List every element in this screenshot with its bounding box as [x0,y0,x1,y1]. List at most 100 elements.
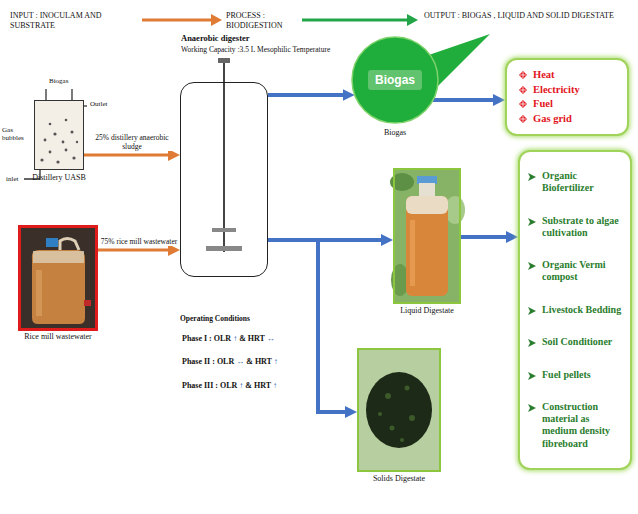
solid-digestate-photo [390,426,395,431]
bullet-icon [528,372,536,380]
list-text: Soil Conditioner [542,336,624,348]
stirrer-drawing [206,58,242,252]
bullet-icon [519,86,527,94]
list-item: Gas grid [519,112,621,126]
caption-text: Liquid Digestate [400,306,454,315]
bullet-icon [519,100,527,108]
flow-arrow [461,235,512,239]
rice-wastewater-photo [33,251,84,263]
photo-frame: Rice mill wastewater [18,225,98,331]
list-item: Fuel pellets [528,369,624,381]
uasb-reactor-drawing [49,151,52,154]
bullet-icon [519,71,527,79]
uasb-reactor-drawing [72,156,75,159]
phase-label: Phase I : OLR ↑ & HRT ↔ [182,334,275,344]
uasb-reactor-drawing [45,89,46,100]
phase-label: Phase III : OLR ↑ & HRT ↑ [182,381,277,391]
text-run: Phase III : OLR [182,381,239,390]
bullet-icon [528,339,536,347]
liquid-digestate-photo [390,168,465,304]
text-run: & HRT [244,357,274,366]
head1-text: Anaerobic digester [181,33,250,43]
head2-text: Working Capacity :3.5 L Mesophilic Tempe… [181,45,330,54]
list-item: Organic Vermi compost [528,259,624,283]
stirrer-drawing [212,228,236,232]
stirrer-drawing [223,60,225,252]
list-item: Livestock Bedding [528,304,624,316]
part-label: Biogas [49,77,68,85]
uasb-reactor-drawing [49,123,52,126]
flow-arrow [433,98,499,102]
solid-digestate-photo [378,412,382,416]
list-item: Substrate to algae cultivation [528,215,624,239]
stirrer-drawing [218,58,230,63]
text-run: & HRT [237,334,267,343]
bullet-icon [528,307,536,315]
bullet-icon [528,218,536,226]
bullet-icon [528,173,536,181]
uasb-reactor-drawing [84,105,87,106]
uasb-reactor-drawing [53,132,56,135]
bullet-icon [519,115,527,123]
bullet-icon [528,307,536,315]
liquid-digestate-photo [410,220,415,286]
text-run: & HRT [243,381,273,390]
photo-frame: Solids Digestate [357,348,441,472]
uasb-reactor-drawing [65,149,68,152]
edge-label: 25% distillery anaerobic sludge [85,133,179,151]
uasb-reactor-drawing [56,160,59,163]
caption-text: Solids Digestate [373,474,425,483]
trend-arrow: ↔ [267,334,275,343]
bullet-icon [528,262,536,270]
bullet-icon [519,71,527,79]
rice-wastewater-photo [84,300,91,306]
bullet-icon [528,404,536,412]
trend-arrow: ↑ [233,334,237,343]
bullet-icon [528,262,536,270]
reactor-vessel: Distillery UASB [34,100,84,170]
list-text: Electricity [533,83,621,97]
list-item: Soil Conditioner [528,336,624,348]
bullet-icon [528,404,536,412]
uasb-reactor-drawing [62,141,65,144]
list-text: Substrate to algae cultivation [542,215,624,239]
list-item: Electricity [519,83,621,97]
list-text: Heat [533,68,621,82]
stage-label: INPUT : INOCULAM AND SUBSTRATE [10,11,138,30]
caption-text: Biogas [384,128,406,137]
stage-arrow [407,14,418,26]
uasb-reactor-drawing [34,100,84,170]
stirrer-drawing [206,246,242,251]
stage-label: OUTPUT : BIOGAS , LIQUID AND SOLID DIGES… [424,11,632,21]
solid-digestate-photo [366,372,432,448]
photo-frame: Liquid Digestate [393,168,461,304]
trend-arrow: ↑ [274,357,278,366]
bullet-icon [520,101,526,107]
list-item: Fuel [519,97,621,111]
solid-digestate-photo [357,348,441,472]
bullet-icon [528,339,536,347]
solid-digestate-photo [400,438,404,442]
flow-arrow [268,240,351,412]
uasb-reactor-drawing [44,139,47,142]
uasb-reactor-drawing [76,141,78,143]
bullet-icon [519,86,527,94]
section-heading: Operating Conditions [180,314,250,323]
list-item: Organic Biofertilizer [528,170,624,194]
stage-label: PROCESS : BIODIGESTION [226,11,298,30]
stage-arrow [142,19,212,22]
circle-outline [352,37,438,123]
stage-arrow [302,19,408,22]
list-text: Construction material as medium density … [542,401,624,450]
solid-digestate-photo [405,386,410,391]
trend-arrow: ↑ [239,381,243,390]
bullet-icon [519,115,527,123]
flow-arrow [268,93,349,97]
rice-wastewater-photo [46,238,58,247]
rice-wastewater-photo [18,225,98,331]
bullet-icon [528,173,536,181]
uasb-reactor-drawing [71,131,74,134]
badge-text: Biogas [368,70,422,90]
